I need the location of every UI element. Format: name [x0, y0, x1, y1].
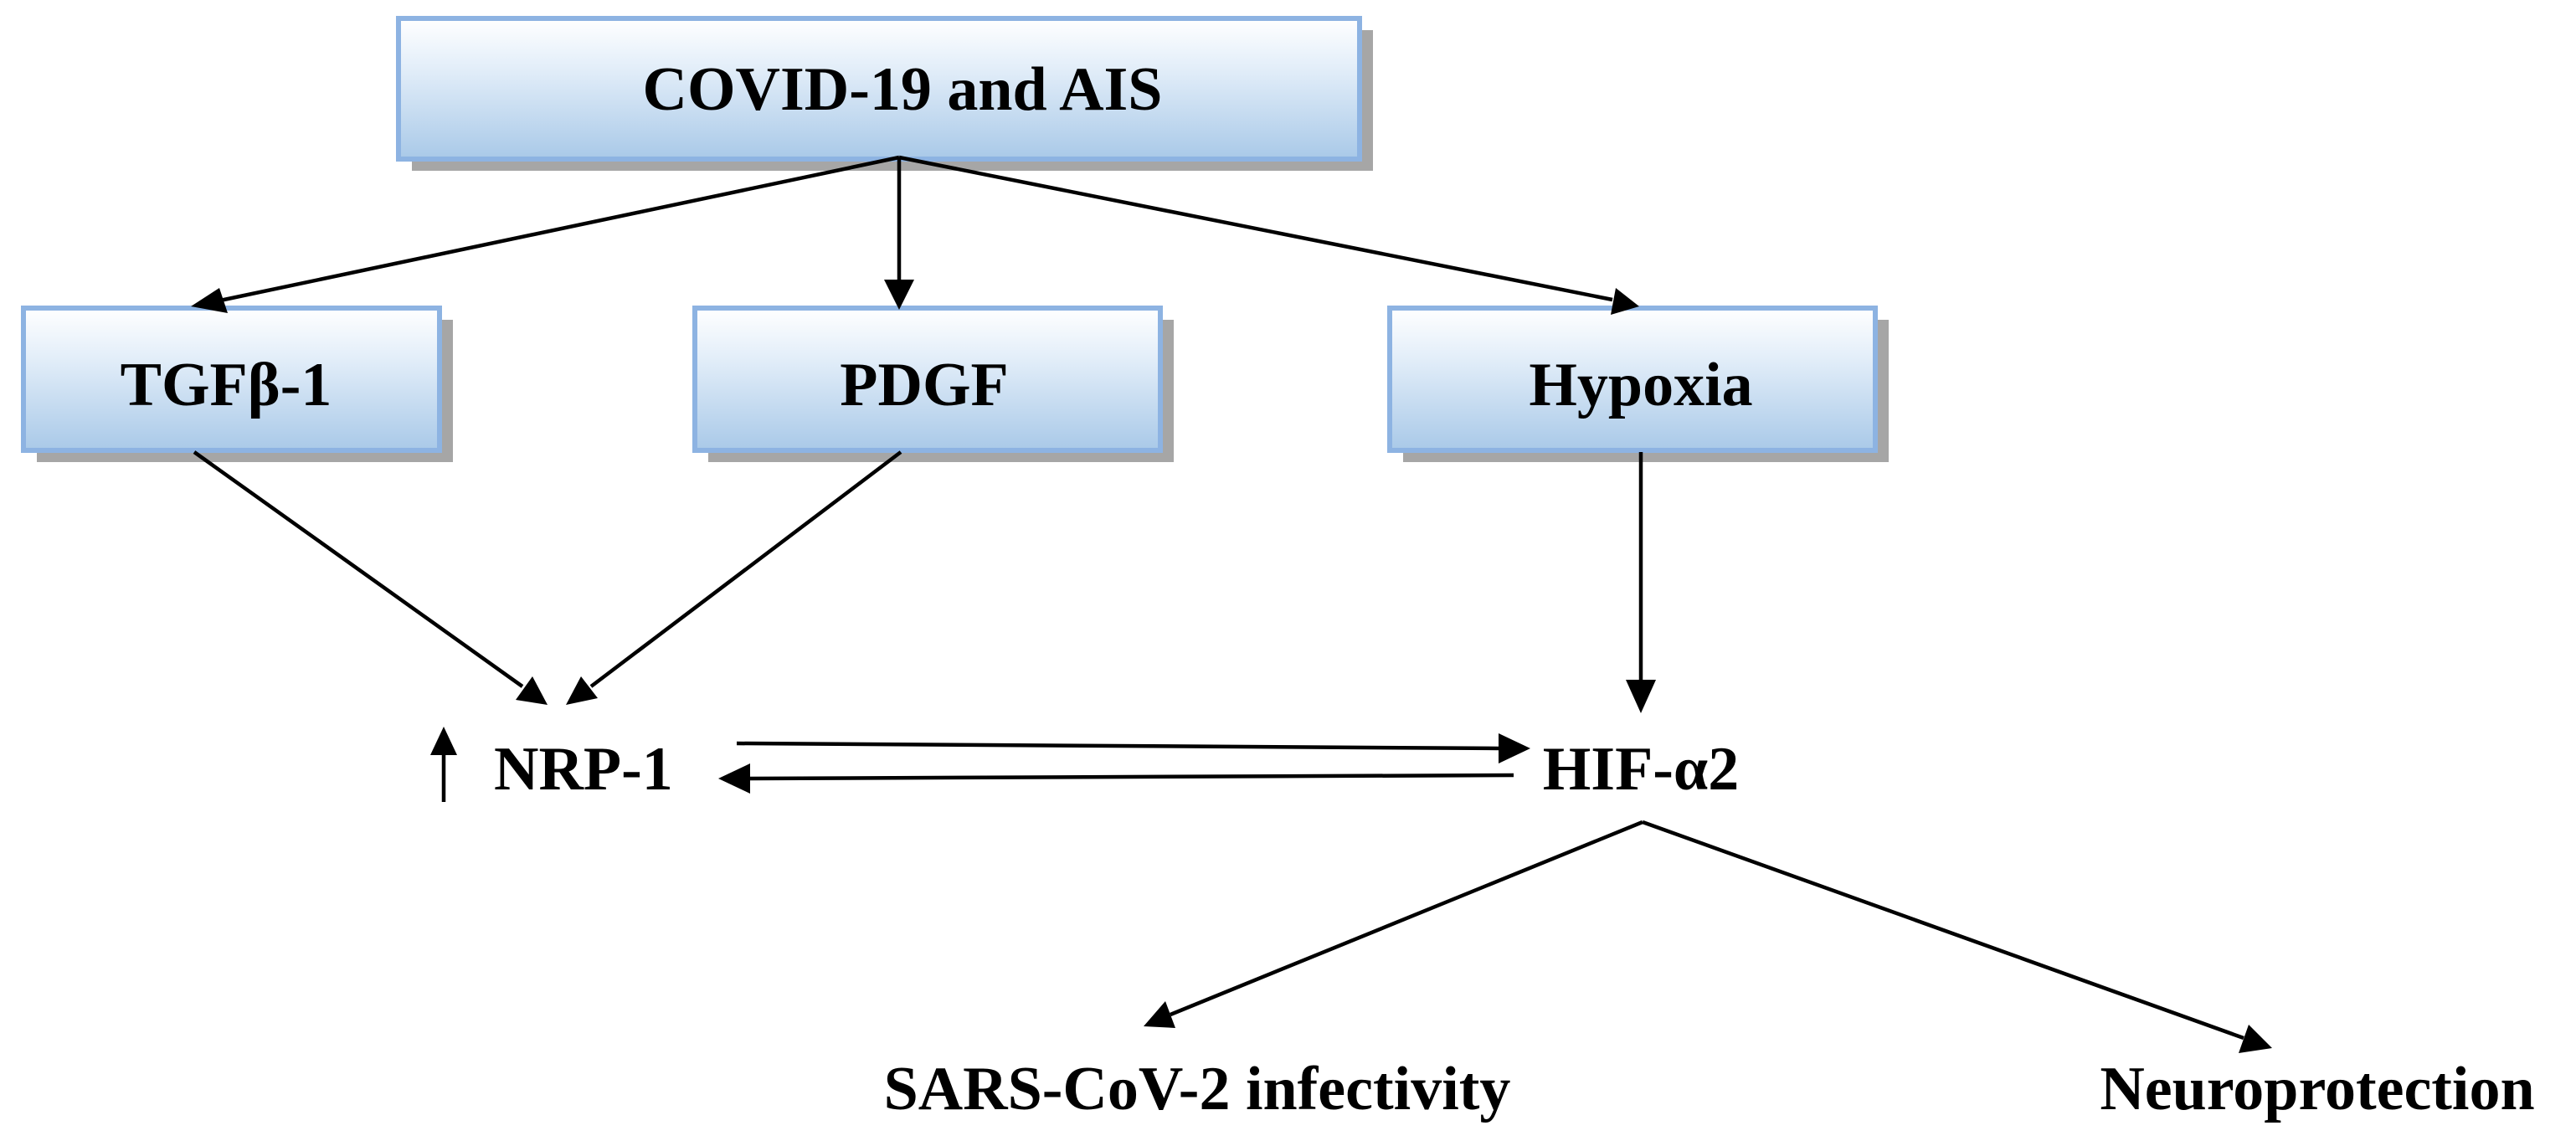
- edge-covid-ais-to-tgfb1: [191, 155, 900, 313]
- node-pdgf-label: PDGF: [840, 351, 1008, 419]
- node-hypoxia: Hypoxia: [1387, 306, 1889, 462]
- node-tgfb1: TGFβ-1: [21, 306, 453, 462]
- node-pdgf-box: [692, 306, 1163, 453]
- node-nrp1-label: NRP-1: [494, 735, 673, 804]
- edge-hypoxia-to-hif-a2: [1626, 452, 1656, 713]
- node-pdgf: PDGF: [692, 306, 1174, 462]
- edge-covid-ais-to-hypoxia: [898, 155, 1639, 315]
- edges: [191, 155, 2272, 1053]
- node-covid-ais-label: COVID-19 and AIS: [643, 55, 1163, 124]
- node-tgfb1-box: [21, 306, 442, 453]
- up-arrow-icon: [430, 727, 457, 802]
- edge-pdgf-to-nrp1: [566, 450, 902, 705]
- edge-nrp1-to-hif-a2: [736, 733, 1530, 763]
- edge-hif-a2-to-sars-cov2: [1144, 820, 1643, 1028]
- node-covid-ais-box: [396, 16, 1362, 162]
- edge-tgfb1-to-nrp1: [193, 450, 548, 705]
- node-sars-cov2-label: SARS-CoV-2 infectivity: [884, 1055, 1511, 1123]
- node-hif-a2-label: HIF-α2: [1543, 735, 1740, 804]
- node-nrp1: NRP-1: [430, 727, 673, 804]
- node-hypoxia-label: Hypoxia: [1529, 351, 1752, 419]
- node-neuroprotection-label: Neuroprotection: [2100, 1055, 2534, 1123]
- node-covid-ais: COVID-19 and AIS: [396, 16, 1373, 171]
- edge-covid-ais-to-pdgf: [884, 157, 914, 310]
- edge-hif-a2-to-neuroprotection: [1642, 820, 2272, 1053]
- edge-hif-a2-to-nrp1: [718, 763, 1514, 794]
- node-tgfb1-label: TGFβ-1: [121, 351, 332, 419]
